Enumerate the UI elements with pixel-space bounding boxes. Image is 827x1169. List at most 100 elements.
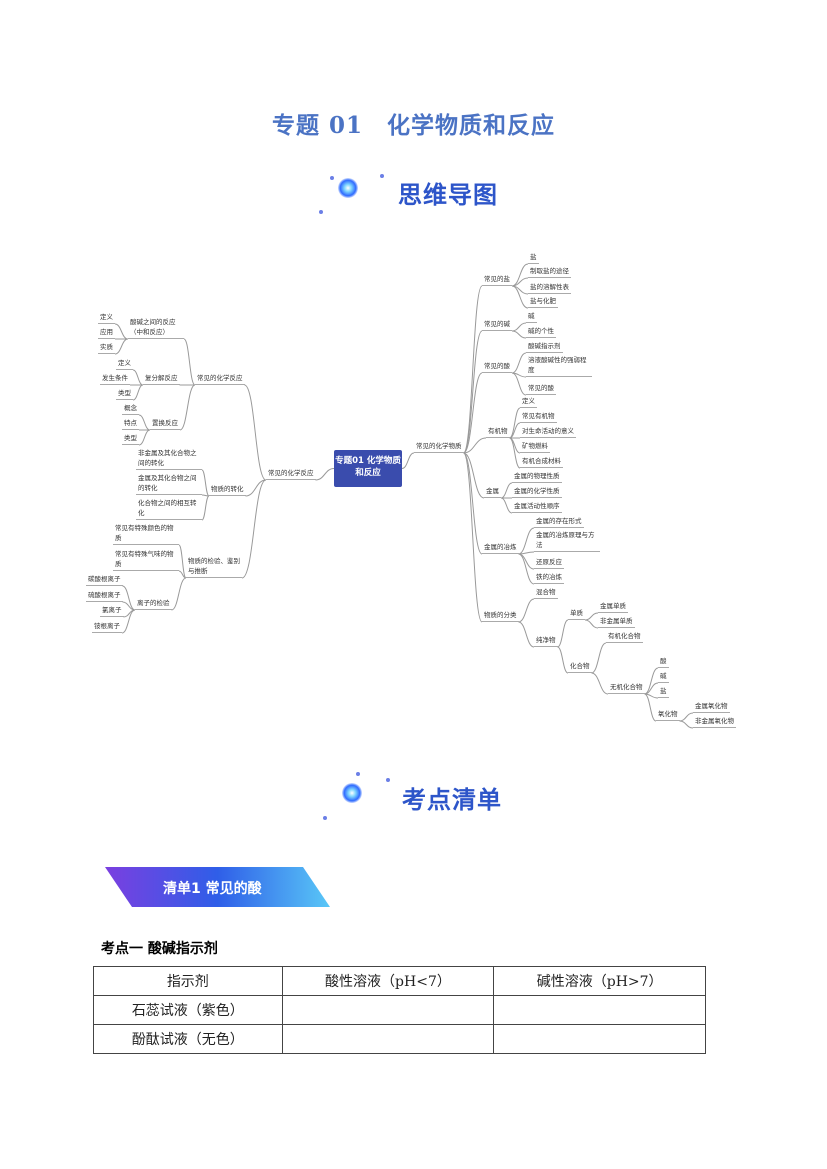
mindmap-node: 常见的化学物质 — [414, 441, 464, 453]
connector-line — [138, 429, 151, 446]
indicator-table: 指示剂 酸性溶液（pH<7） 碱性溶液（pH>7） 石蕊试液（紫色） 酚酞试液（… — [93, 966, 706, 1054]
mindmap-node: 还原反应 — [534, 557, 564, 569]
sparkle-icon — [380, 174, 384, 178]
connector-line — [518, 621, 535, 648]
mindmap-node: 常见的盐 — [482, 274, 512, 286]
connector-line — [201, 495, 210, 521]
mindmap-node: 有机化合物 — [606, 631, 643, 643]
table-cell — [281, 995, 495, 1025]
mindmap-node: 常见有机物 — [520, 411, 557, 423]
mindmap-node: 盐 — [658, 686, 669, 698]
mindmap-node: 非金属氧化物 — [693, 716, 736, 728]
mindmap-node: 化合物 — [568, 661, 592, 673]
page-title: 专题 01 化学物质和反应 — [271, 112, 555, 139]
mindmap-node: 碳酸根离子 — [86, 574, 123, 586]
checklist-section-logo: 考点清单 — [402, 786, 502, 814]
connector-line — [591, 672, 609, 695]
mindmap-node: 定义 — [98, 312, 115, 324]
connector-line — [138, 414, 151, 431]
glow-orb-icon — [338, 178, 358, 198]
mindmap-node: 矿物燃料 — [520, 441, 550, 453]
mindmap-node: 物质的检验、鉴别与推断 — [186, 556, 242, 578]
table-cell — [493, 995, 706, 1025]
sparkle-icon — [386, 778, 390, 782]
mindmap-node: 单质 — [568, 608, 585, 620]
connector-line — [463, 452, 483, 623]
mindmap-node: 混合物 — [534, 587, 558, 599]
connector-line — [179, 384, 196, 431]
connector-line — [511, 285, 529, 309]
mindmap-node: 硫酸根离子 — [86, 590, 123, 602]
mindmap-node: 离子的检验 — [135, 598, 172, 610]
connector-line — [178, 544, 187, 579]
mindmap-node: 盐的溶解性表 — [528, 282, 571, 294]
mindmap-node: 常见的化学反应 — [266, 468, 316, 480]
connector-line — [244, 384, 267, 481]
connector-line — [463, 452, 483, 555]
connector-line — [241, 479, 267, 579]
header-cell: 碱性溶液（pH>7） — [493, 966, 706, 996]
mindmap-node: 常见的化学反应 — [195, 373, 245, 385]
header-cell: 酸性溶液（pH<7） — [281, 966, 495, 996]
mindmap-node: 常见有特殊颜色的物质 — [113, 523, 179, 545]
mindmap-node: 实质 — [98, 342, 115, 354]
mindmap-node: 溶液酸碱性的强弱程度 — [526, 355, 592, 377]
table-cell: 石蕊试液（紫色） — [93, 995, 283, 1025]
connector-line — [511, 322, 527, 332]
connector-line — [557, 619, 569, 648]
connector-line — [584, 612, 599, 621]
mindmap-node: 金属的存在形式 — [534, 516, 584, 528]
connector-line — [679, 712, 694, 722]
mindmap-node: 有机物 — [486, 426, 510, 438]
mindmap-node: 酸 — [658, 656, 669, 668]
table-cell: 酚酞试液（无色） — [93, 1024, 283, 1054]
connector-line — [500, 497, 513, 514]
connector-line — [518, 527, 535, 555]
connector-line — [509, 407, 521, 439]
sparkle-icon — [356, 772, 360, 776]
mind-map: 定义 应用 实质 酸碱之间的反应（中和反应） 定义 发生条件 类型 复分解反应 … — [86, 253, 736, 729]
mindmap-node: 铁的冶炼 — [534, 572, 564, 584]
connector-line — [463, 437, 487, 454]
connector-line — [584, 619, 599, 629]
mindmap-node: 物质的转化 — [209, 484, 246, 496]
mindmap-node: 酸碱指示剂 — [526, 341, 563, 353]
connector-line — [401, 452, 415, 469]
mindmap-node: 置换反应 — [150, 418, 180, 430]
mindmap-node: 制取盐的途径 — [528, 266, 571, 278]
connector-line — [463, 330, 483, 454]
connector-line — [171, 577, 187, 611]
connector-line — [132, 369, 144, 386]
mindmap-node: 类型 — [122, 433, 139, 445]
connector-line — [511, 372, 527, 396]
connector-line — [245, 479, 267, 497]
sparkle-icon — [319, 210, 323, 214]
connector-line — [201, 469, 210, 497]
mindmap-node: 金属氧化物 — [693, 701, 730, 713]
connector-line — [511, 263, 529, 287]
mindmap-node: 铵根离子 — [92, 621, 122, 633]
mindmap-node: 金属的冶炼原理与方法 — [534, 530, 600, 552]
connector-line — [644, 667, 659, 695]
connector-line — [132, 384, 144, 401]
connector-line — [511, 330, 527, 339]
connector-line — [509, 437, 521, 469]
mindmap-node: 非金属及其化合物之间的转化 — [136, 448, 202, 470]
mindmap-node: 常见有特殊气味的物质 — [113, 549, 179, 571]
mindmap-node: 纯净物 — [534, 635, 558, 647]
mindmap-node: 定义 — [520, 396, 537, 408]
mindmap-node: 对生命活动的意义 — [520, 426, 576, 438]
mindmap-node: 物质的分类 — [482, 610, 519, 622]
connector-line — [679, 720, 694, 729]
connector-line — [500, 482, 513, 499]
connector-line — [591, 642, 607, 674]
connector-line — [121, 609, 136, 634]
connector-line — [518, 598, 535, 623]
table-row: 酚酞试液（无色） — [93, 1024, 706, 1054]
mindmap-node: 金属活动性顺序 — [512, 501, 562, 513]
mindmap-node: 碱 — [658, 671, 669, 683]
connector-line — [315, 468, 335, 481]
topic-heading: 考点一 酸碱指示剂 — [101, 941, 218, 957]
mindmap-node: 定义 — [116, 358, 133, 370]
